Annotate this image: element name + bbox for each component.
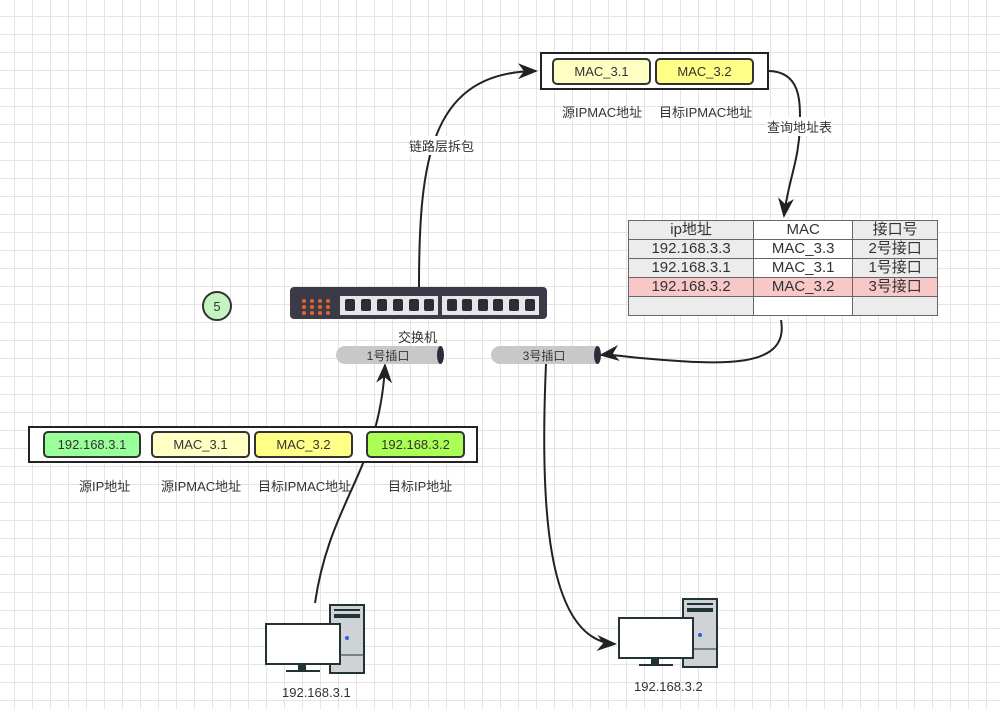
arrow-host1-to-port1 <box>314 363 393 604</box>
arrow-port3-to-host2 <box>543 363 617 651</box>
table-row: 192.168.3.3 MAC_3.3 2号接口 <box>627 239 938 259</box>
port-1[interactable]: 1号插口 <box>336 346 444 364</box>
src-mac-label: 源IPMAC地址 <box>161 479 242 494</box>
table-row-highlighted: 192.168.3.2 MAC_3.2 3号接口 <box>627 277 938 297</box>
table-row-empty <box>627 296 938 316</box>
cell-port <box>852 296 938 316</box>
header-mac: MAC <box>753 220 854 240</box>
status-leds-icon <box>302 299 330 315</box>
table-row: 192.168.3.1 MAC_3.1 1号接口 <box>627 258 938 278</box>
src-mac-value: MAC_3.1 <box>173 437 228 452</box>
lookup-label: 查询地址表 <box>767 117 833 136</box>
cell-mac: MAC_3.3 <box>753 239 854 259</box>
port-3-label: 3号插口 <box>522 348 566 363</box>
bottom-dst-mac[interactable]: MAC_3.2 <box>254 431 353 458</box>
src-ip-value: 192.168.3.1 <box>57 437 127 452</box>
top-dst-mac-label: 目标IPMAC地址 <box>659 105 753 120</box>
port-3[interactable]: 3号插口 <box>491 346 601 364</box>
port-1-label: 1号插口 <box>366 348 410 363</box>
dst-mac-value: MAC_3.2 <box>276 437 331 452</box>
cell-port: 3号接口 <box>852 277 938 297</box>
host-1-label: 192.168.3.1 <box>282 685 351 700</box>
arrow-switch-to-top-packet <box>418 63 538 289</box>
host-2-label: 192.168.3.2 <box>634 679 703 694</box>
dst-ip-label: 目标IP地址 <box>388 479 453 494</box>
dst-ip-value: 192.168.3.2 <box>381 437 450 452</box>
step-badge[interactable]: 5 <box>202 291 232 321</box>
switch-icon[interactable] <box>290 287 547 319</box>
cell-mac: MAC_3.1 <box>753 258 854 278</box>
arrow-top-packet-to-table <box>768 70 802 218</box>
dst-mac-value: MAC_3.2 <box>677 64 732 79</box>
bottom-src-mac[interactable]: MAC_3.1 <box>151 431 250 458</box>
top-src-mac-label: 源IPMAC地址 <box>562 105 643 120</box>
arrow-table-to-port3 <box>599 319 783 364</box>
cell-ip: 192.168.3.2 <box>627 277 755 297</box>
bottom-src-ip[interactable]: 192.168.3.1 <box>43 431 141 458</box>
switch-label: 交换机 <box>398 330 438 345</box>
ethernet-ports-icon <box>345 299 535 311</box>
src-mac-value: MAC_3.1 <box>574 64 629 79</box>
top-packet-dst-mac[interactable]: MAC_3.2 <box>655 58 754 85</box>
step-number: 5 <box>213 298 221 314</box>
src-ip-label: 源IP地址 <box>79 479 131 494</box>
cell-ip: 192.168.3.1 <box>627 258 755 278</box>
bottom-dst-ip[interactable]: 192.168.3.2 <box>366 431 465 458</box>
cell-ip <box>627 296 755 316</box>
cell-ip: 192.168.3.3 <box>627 239 755 259</box>
unpack-label: 链路层拆包 <box>409 136 475 155</box>
cell-port: 2号接口 <box>852 239 938 259</box>
table-header-row: ip地址 MAC 接口号 <box>627 220 938 240</box>
cell-mac: MAC_3.2 <box>753 277 854 297</box>
port-cap-icon <box>437 346 444 364</box>
cell-port: 1号接口 <box>852 258 938 278</box>
top-packet-src-mac[interactable]: MAC_3.1 <box>552 58 651 85</box>
computer-icon[interactable] <box>617 597 719 669</box>
header-port: 接口号 <box>852 220 938 240</box>
cell-mac <box>753 296 854 316</box>
header-ip: ip地址 <box>627 220 755 240</box>
dst-mac-label: 目标IPMAC地址 <box>258 479 352 494</box>
computer-icon[interactable] <box>264 603 366 675</box>
address-table: ip地址 MAC 接口号 192.168.3.3 MAC_3.3 2号接口 19… <box>627 220 938 316</box>
port-cap-icon <box>594 346 601 364</box>
